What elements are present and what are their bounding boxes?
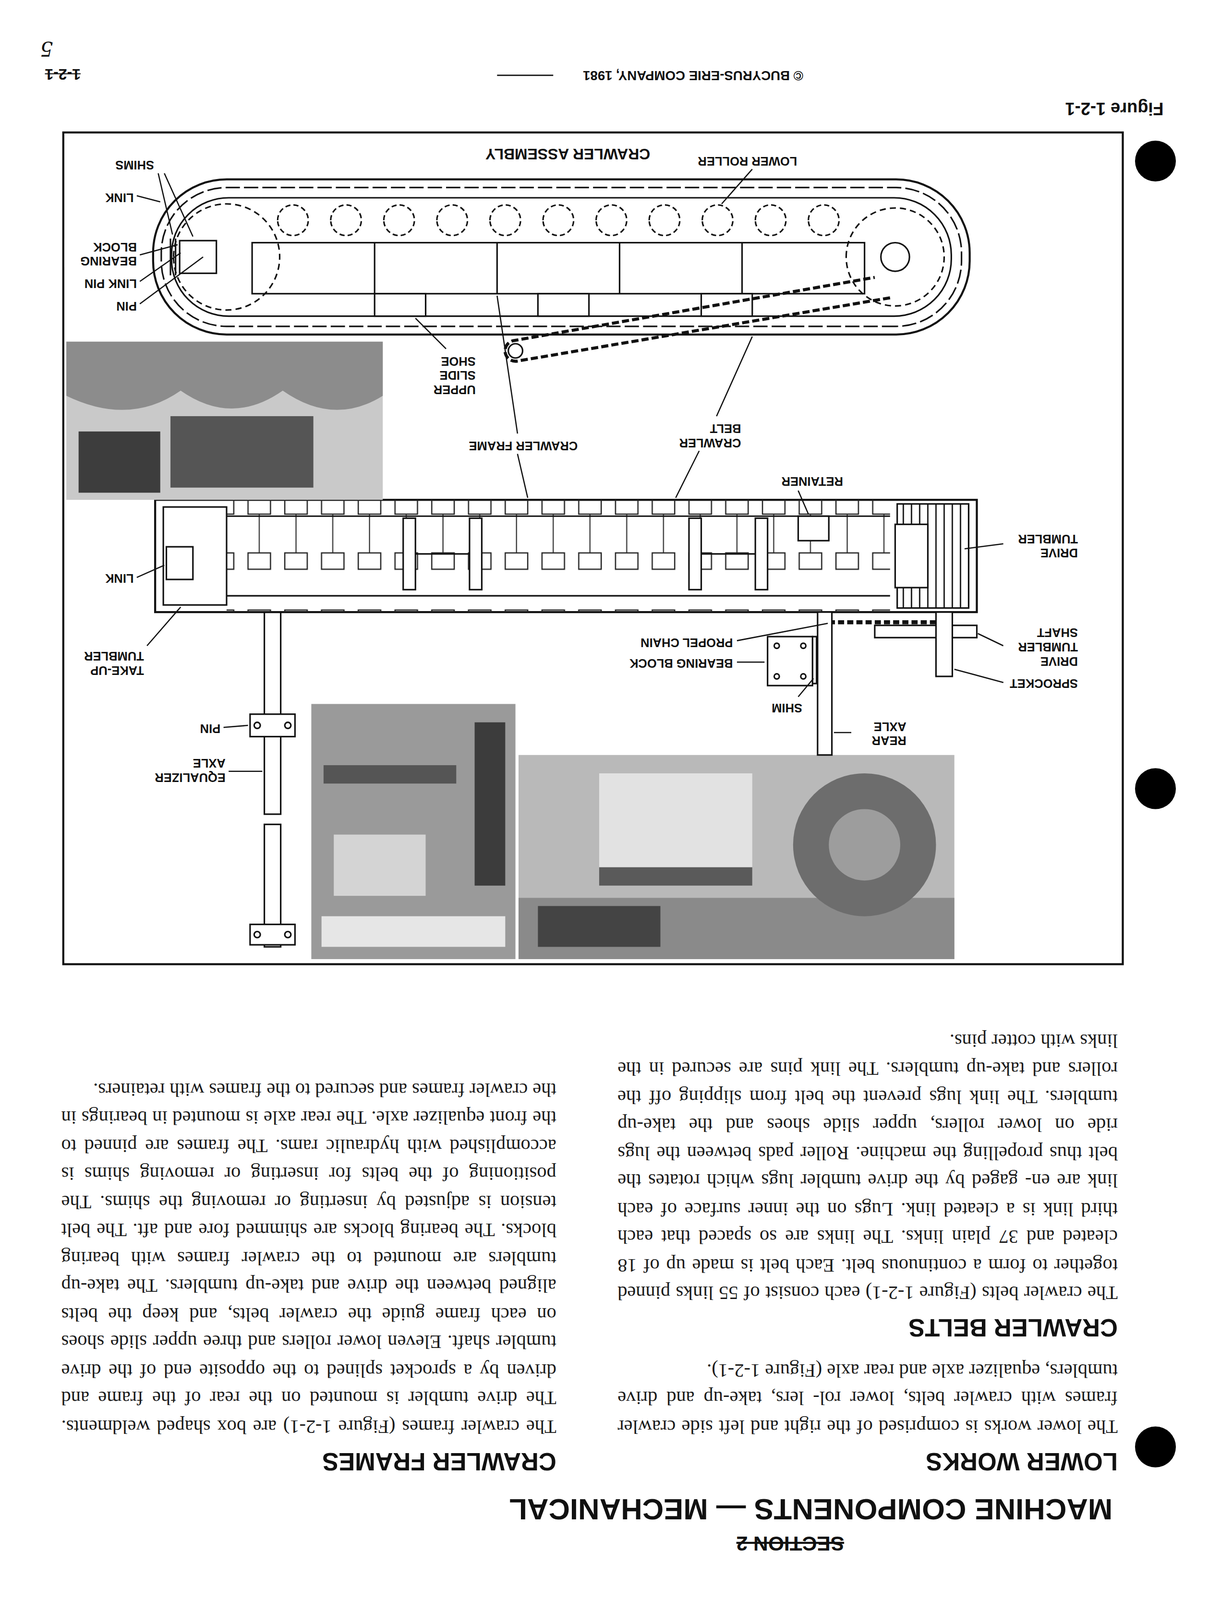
rear-axle-drive xyxy=(767,612,978,756)
text-column: CRAWLER FRAMES The crawler frames (Figure… xyxy=(61,1062,557,1476)
side-view xyxy=(153,179,970,362)
part-label: CRAWLER BELT xyxy=(676,420,742,449)
part-label: SPROCKET xyxy=(1008,675,1079,690)
part-label: LINK PIN xyxy=(83,275,138,290)
photo-wheel xyxy=(518,755,955,960)
part-label: PIN xyxy=(199,720,222,735)
part-label: SHIM xyxy=(770,700,804,714)
figure-caption: Figure 1-2-1 xyxy=(1065,97,1164,119)
section-heading: LOWER WORKS xyxy=(617,1447,1118,1476)
part-label: UPPER SLIDE SHOE xyxy=(417,353,477,396)
part-label: CRAWLER FRAME xyxy=(467,437,579,452)
part-label: BEARING BLOCK xyxy=(628,655,735,670)
part-label: DRIVE TUMBLER xyxy=(1003,531,1079,560)
part-label: RETAINER xyxy=(780,473,845,488)
section-heading: CRAWLER BELTS xyxy=(617,1314,1118,1343)
photo-beams xyxy=(311,703,516,959)
plan-view xyxy=(155,499,977,613)
figure-title: CRAWLER ASSEMBLY xyxy=(485,145,651,164)
page-number: 1-2-1 xyxy=(44,66,81,84)
page-title: MACHINE COMPONENTS — MECHANICAL xyxy=(508,1492,1113,1527)
leader-lines xyxy=(136,75,1004,772)
body-text: The crawler frames (Figure 1-2-1) are bo… xyxy=(61,1075,557,1441)
part-label: REAR AXLE xyxy=(852,718,908,748)
part-label: PIN xyxy=(115,298,138,313)
copyright-note: © BUCYRUS-ERIE COMPANY, 1981 xyxy=(582,68,804,84)
section-heading: CRAWLER FRAMES xyxy=(61,1447,557,1476)
part-label: PROPEL CHAIN xyxy=(639,634,735,649)
part-label: LINK xyxy=(104,189,135,204)
photo-belt xyxy=(66,341,383,501)
part-label: EQUALIZER AXLE xyxy=(143,755,227,785)
figure-frame xyxy=(63,132,1124,965)
body-text: The lower works is comprised of the righ… xyxy=(617,1356,1118,1441)
body-text: The crawler belts (Figure 1-2-1) each co… xyxy=(617,1026,1118,1308)
handwritten-page-number: 5 xyxy=(39,36,53,61)
part-label: BEARING BLOCK xyxy=(64,239,138,268)
punch-holes xyxy=(1135,140,1176,1468)
part-label: LOWER ROLLER xyxy=(696,153,798,168)
part-label: SHIMS xyxy=(114,157,156,171)
equalizer-axle-detail xyxy=(250,612,296,947)
part-label: TAKE-UP TUMBLER xyxy=(67,648,145,677)
section-number: SECTION 2 xyxy=(736,1532,845,1556)
text-column: LOWER WORKS The lower works is comprised … xyxy=(617,1013,1118,1476)
part-label: LINK xyxy=(104,570,135,585)
part-label: DRIVE TUMBLER SHAFT xyxy=(1003,625,1079,668)
